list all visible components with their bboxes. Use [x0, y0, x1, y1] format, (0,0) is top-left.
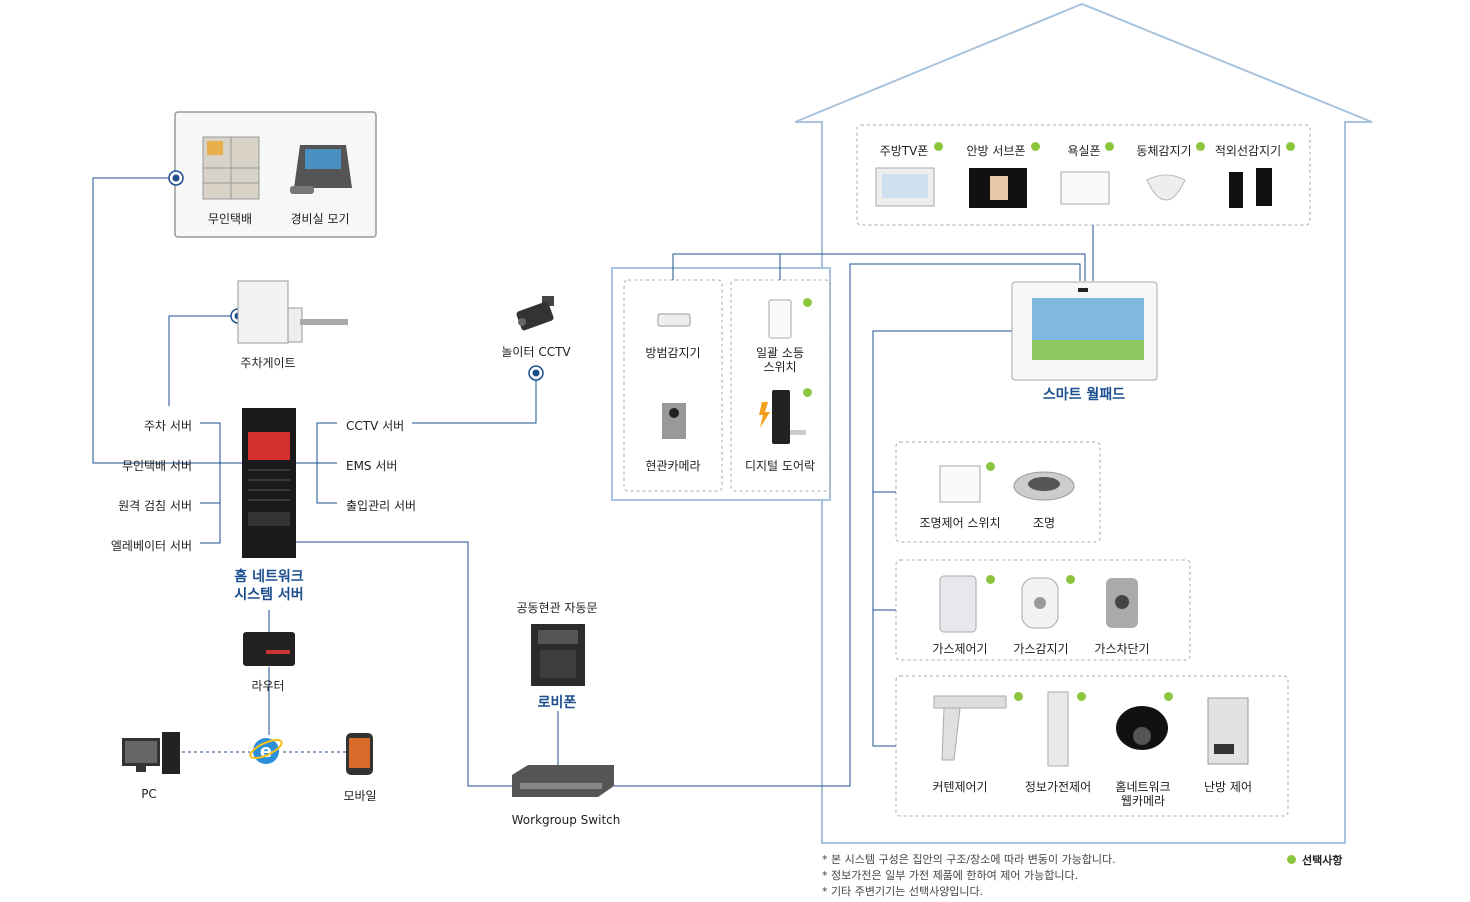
gas-valve-label: 가스차단기 [1094, 642, 1150, 656]
switch-label: Workgroup Switch [511, 813, 621, 827]
top-row-box [856, 124, 1311, 226]
infrared-sensor-icon [1229, 168, 1272, 208]
webcam-label-1: 홈네트워크 [1115, 780, 1171, 794]
burglar-sensor-icon [657, 313, 691, 327]
door-camera-label: 현관카메라 [645, 459, 701, 473]
gas-controller-icon [939, 575, 977, 633]
guard-terminal-icon [290, 145, 352, 194]
access-server-label: 출입관리 서버 [346, 499, 417, 513]
lobby-phone-icon [531, 624, 585, 686]
heating-control-icon [1207, 697, 1249, 765]
note-2: * 정보가전은 일부 가전 제품에 한하여 제어 가능합니다. [822, 869, 1079, 882]
note-1: * 본 시스템 구성은 집안의 구조/장소에 따라 변동이 가능합니다. [822, 853, 1116, 866]
heating-label: 난방 제어 [1204, 780, 1252, 794]
optional-marker [1077, 692, 1086, 701]
router-label: 라우터 [251, 679, 285, 693]
optional-marker [934, 142, 943, 151]
webcam-label-2: 웹카메라 [1120, 794, 1166, 808]
pc-icon [122, 732, 180, 774]
delivery-label: 무인택배 [207, 212, 253, 226]
burglar-sensor-label: 방범감지기 [645, 346, 701, 360]
optional-marker [986, 575, 995, 584]
lobby-caption: 공동현관 자동문 [516, 601, 598, 615]
browser-icon: e [249, 738, 283, 764]
infrared-sensor-label: 적외선감지기 [1214, 144, 1282, 158]
legend-marker [1287, 855, 1296, 864]
parking-server-label: 주차 서버 [144, 419, 192, 433]
door-camera-icon [662, 403, 686, 439]
main-server-title-2: 시스템 서버 [234, 587, 304, 603]
master-switch-icon [768, 299, 792, 339]
light-switch-label: 조명제어 스위치 [919, 516, 1001, 530]
server-rack-icon [242, 408, 296, 558]
optional-marker [1105, 142, 1114, 151]
motion-sensor-label: 동체감지기 [1136, 144, 1192, 158]
router-icon [243, 632, 295, 666]
parking-gate-icon [237, 280, 348, 344]
pc-label: PC [141, 787, 157, 801]
optional-marker [1031, 142, 1040, 151]
house-outline [794, 2, 1373, 844]
kitchen-tv-phone-icon [875, 167, 935, 207]
note-3: * 기타 주변기기는 선택사양입니다. [822, 885, 984, 898]
network-switch-icon [512, 765, 614, 797]
optional-marker [1014, 692, 1023, 701]
motion-sensor-icon [1146, 174, 1186, 201]
cctv-server-label: CCTV 서버 [346, 419, 405, 433]
optional-marker [1066, 575, 1075, 584]
optional-marker [803, 388, 812, 397]
parking-gate-label: 주차게이트 [240, 356, 296, 370]
ceiling-light-icon [1013, 471, 1075, 501]
gas-valve-icon [1106, 578, 1138, 628]
wallpad-title: 스마트 월패드 [1042, 387, 1126, 403]
master-switch-label-2: 스위치 [763, 360, 797, 374]
guard-terminal-label: 경비실 모기 [290, 212, 350, 226]
optional-marker [803, 298, 812, 307]
elevator-server-label: 엘레베이터 서버 [110, 539, 192, 553]
master-switch-label-1: 일괄 소등 [756, 346, 804, 360]
smart-wallpad-icon [1011, 281, 1158, 381]
gas-detector-icon [1021, 577, 1059, 629]
metering-server-label: 원격 검침 서버 [118, 499, 192, 513]
light-switch-icon [939, 465, 981, 503]
cctv-label: 놀이터 CCTV [501, 345, 571, 359]
mobile-label: 모바일 [343, 789, 377, 803]
sub-phone-icon [969, 168, 1027, 208]
lobby-phone-title: 로비폰 [537, 695, 577, 711]
info-appliance-label: 정보가전제어 [1024, 780, 1092, 794]
door-lock-label: 디지털 도어락 [744, 459, 816, 473]
info-appliance-icon [1047, 691, 1069, 767]
optional-marker [1164, 692, 1173, 701]
legend-label: 선택사항 [1302, 854, 1343, 867]
delivery-server-label: 무인택배 서버 [121, 459, 192, 473]
mobile-icon [346, 733, 373, 775]
bathroom-phone-label: 욕실폰 [1067, 144, 1101, 158]
home-webcam-icon [1116, 706, 1168, 750]
gas-controller-label: 가스제어기 [932, 642, 988, 656]
gas-detector-label: 가스감지기 [1013, 642, 1069, 656]
optional-marker [1286, 142, 1295, 151]
delivery-locker-icon [202, 136, 260, 200]
sub-phone-label: 안방 서브폰 [966, 144, 1026, 158]
main-server-title-1: 홈 네트워크 [234, 569, 304, 585]
optional-marker [986, 462, 995, 471]
cctv-camera-icon [516, 296, 554, 331]
curtain-controller-icon [933, 695, 1007, 761]
bathroom-phone-icon [1060, 171, 1110, 205]
ceiling-light-label: 조명 [1032, 516, 1056, 530]
ems-server-label: EMS 서버 [346, 459, 398, 473]
optional-marker [1196, 142, 1205, 151]
door-lock-icon [759, 390, 806, 444]
curtain-label: 커텐제어기 [932, 780, 988, 794]
kitchen-tv-phone-label: 주방TV폰 [879, 144, 929, 158]
